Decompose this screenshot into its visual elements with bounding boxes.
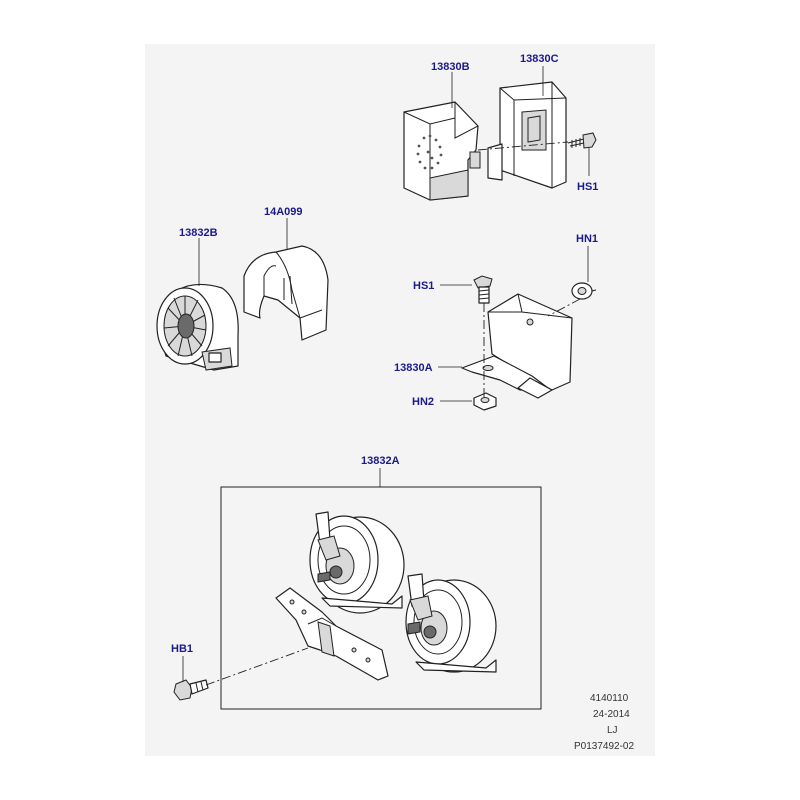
assembly-centerlines	[205, 141, 581, 686]
diagram-background-panel	[145, 44, 655, 756]
horn-mounting-bracket[interactable]	[275, 587, 389, 681]
callout-HS1-top: HS1	[577, 181, 598, 193]
bolt-HB1[interactable]	[173, 679, 209, 701]
screw-HS1-top[interactable]	[567, 132, 597, 149]
callout-HN2: HN2	[412, 396, 434, 408]
callout-13830C: 13830C	[520, 53, 559, 65]
screw-HS1-middle[interactable]	[473, 275, 493, 304]
part-13830C-mounting-plate[interactable]	[487, 81, 567, 189]
horn-assembly-frame	[220, 486, 542, 710]
callout-13832A: 13832A	[361, 455, 400, 467]
reference-initials: LJ	[607, 725, 618, 736]
callout-HN1: HN1	[576, 233, 598, 245]
callout-13832B: 13832B	[179, 227, 218, 239]
part-13832A-horn-upper[interactable]	[309, 511, 405, 614]
reference-date: 24-2014	[593, 709, 630, 720]
callout-14A099: 14A099	[264, 206, 303, 218]
callout-HB1: HB1	[171, 643, 193, 655]
reference-code: 4140110	[590, 693, 629, 704]
callout-13830A: 13830A	[394, 362, 433, 374]
nut-HN2[interactable]	[473, 392, 497, 411]
reference-part-number: P0137492-02	[574, 741, 634, 752]
part-13832B-horn[interactable]	[156, 283, 239, 371]
callout-HS1-middle: HS1	[413, 280, 434, 292]
nut-HN1[interactable]	[571, 282, 597, 300]
callout-labels: 13830B 13830C HS1 14A099 13832B HN1 HS1 …	[171, 53, 598, 655]
leader-lines	[182, 66, 590, 682]
part-13832A-horn-lower[interactable]	[405, 573, 497, 673]
part-13830A-bracket[interactable]	[461, 293, 573, 399]
diagram-reference-info: 4140110 24-2014 LJ P0137492-02	[574, 693, 634, 752]
part-14A099-cover[interactable]	[243, 245, 329, 341]
part-13830B-sounder-cover[interactable]	[403, 101, 481, 201]
callout-13830B: 13830B	[431, 61, 470, 73]
